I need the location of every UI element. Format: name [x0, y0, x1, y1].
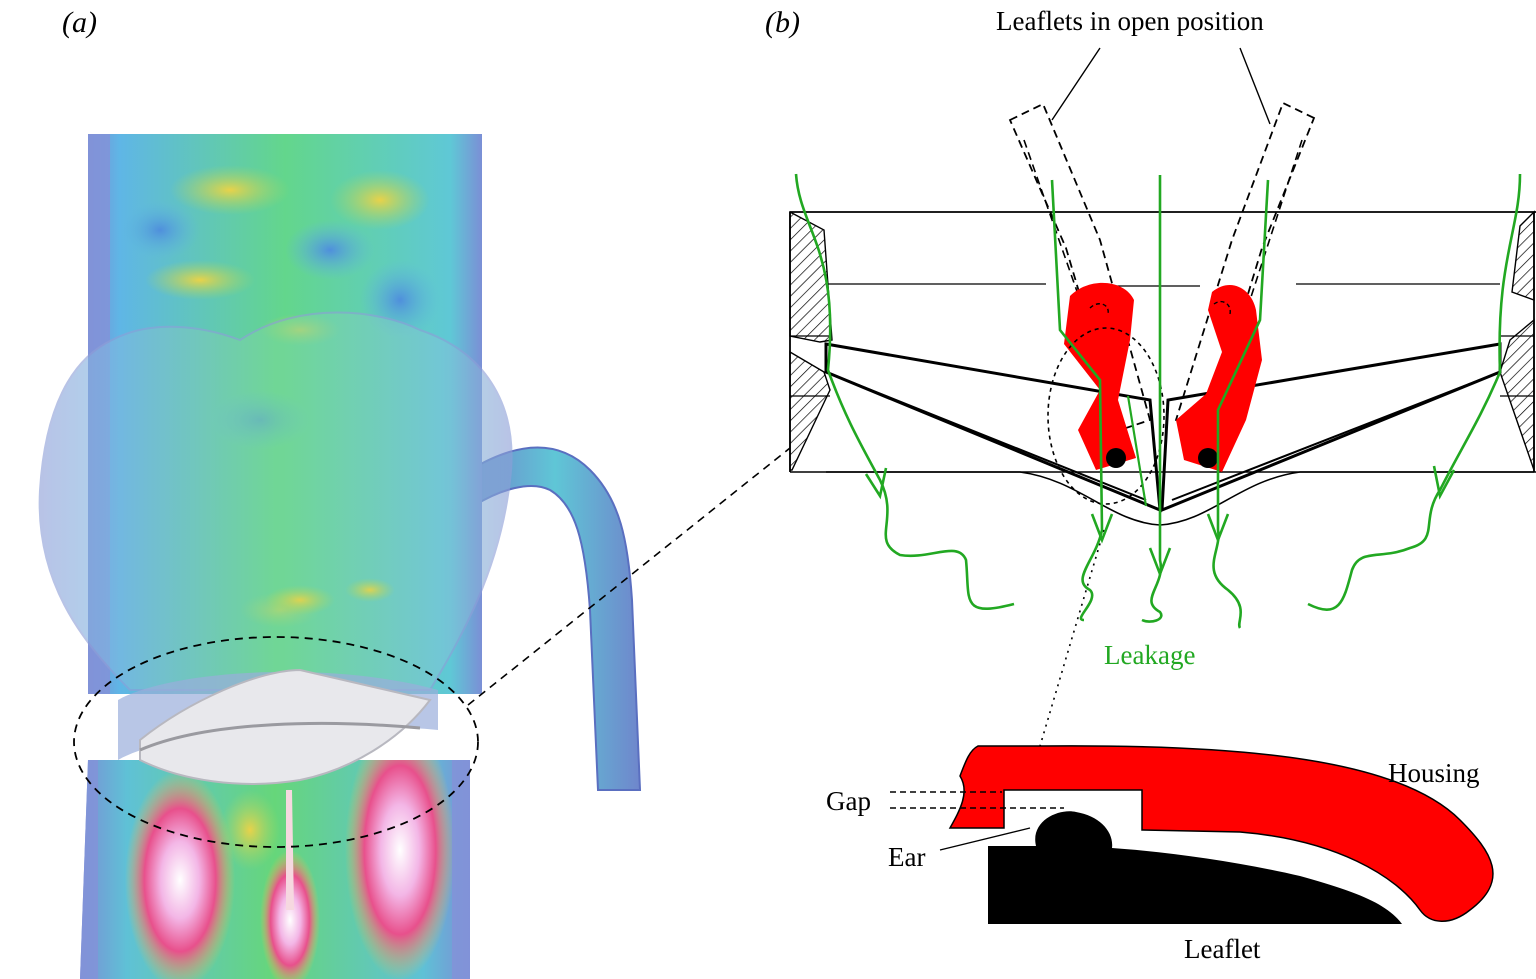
- closed-leaflet-disc: [139, 668, 432, 785]
- label-housing: Housing: [1388, 758, 1480, 788]
- panel-a-illustration: [38, 134, 642, 979]
- panel-b-valve-schematic: [789, 47, 1536, 526]
- label-leakage: Leakage: [1104, 640, 1195, 670]
- side-branch-pipe: [468, 446, 642, 791]
- label-ear: Ear: [888, 842, 925, 872]
- pivot-detail-ellipse: [1047, 327, 1165, 505]
- panel-label-b: (b): [765, 6, 800, 39]
- lower-vessel: [80, 760, 470, 979]
- leakage-flow-lines: [794, 173, 1522, 629]
- label-gap: Gap: [826, 786, 871, 816]
- label-leaflets-open: Leaflets in open position: [996, 6, 1264, 36]
- housing-shape: [948, 745, 1494, 922]
- pivot-regions: [1064, 282, 1262, 472]
- label-leaflet: Leaflet: [1184, 934, 1261, 964]
- panel-label-a: (a): [62, 6, 97, 39]
- pivot-detail: [890, 745, 1494, 924]
- detail-ellipse: [73, 636, 479, 848]
- connector-line-lower: [467, 447, 791, 706]
- leaflet-shape: [988, 811, 1402, 924]
- pivot-detail-connector: [1039, 529, 1105, 747]
- leaflet-gap-streak: [286, 790, 294, 910]
- aortic-sinus-bulb: [38, 311, 513, 691]
